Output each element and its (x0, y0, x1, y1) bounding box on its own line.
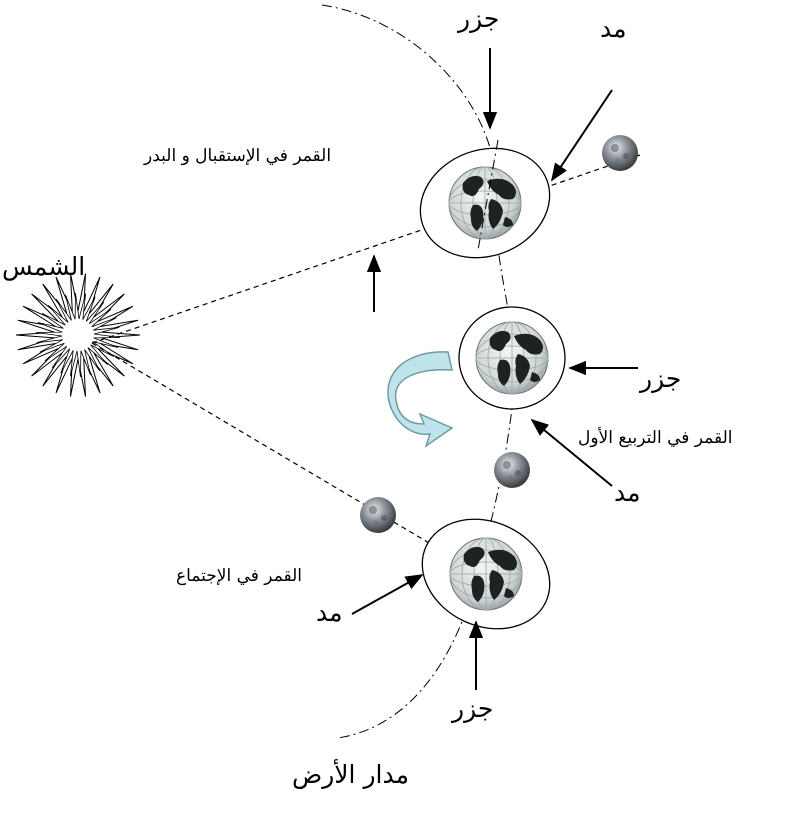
sun-ray-top (91, 154, 641, 344)
moon-icon (602, 135, 638, 171)
sun-icon (15, 273, 141, 397)
arrow-high-tide-top (551, 89, 613, 182)
high-tide-label-mid: مد (614, 478, 641, 507)
sun-ray-bottom (91, 342, 501, 586)
moon-new-label: القمر في الإجتماع (176, 566, 303, 586)
low-tide-label-top: جزر (458, 4, 500, 33)
moon-icon (360, 497, 396, 533)
sun-inner-starburst (36, 293, 120, 377)
moon-first-quarter-label: القمر في التربيع الأول (578, 428, 733, 448)
curved-arrow-icon (387, 351, 454, 448)
earth-new-moon-position (421, 518, 551, 630)
earth-orbit-path (321, 4, 515, 739)
arrow-high-tide-mid (530, 418, 613, 487)
arrow-high-tide-bottom (351, 574, 424, 615)
earth-globe-icon (448, 166, 522, 240)
moon-full-label: القمر في الإستقبال و البدر (144, 146, 332, 166)
high-tide-label-bottom: مد (316, 598, 343, 627)
sun-label: الشمس (2, 252, 86, 281)
moon-icon (494, 452, 530, 488)
low-tide-label-bottom: جزر (452, 694, 494, 723)
low-tide-label-mid: جزر (640, 364, 682, 393)
earth-orbit-label: مدار الأرض (292, 760, 409, 789)
earth-first-quarter-position (458, 306, 566, 410)
earth-full-moon-position (419, 139, 551, 259)
earth-globe-icon (449, 537, 523, 611)
high-tide-label-top: مد (600, 14, 627, 43)
earth-globe-icon (475, 321, 549, 395)
